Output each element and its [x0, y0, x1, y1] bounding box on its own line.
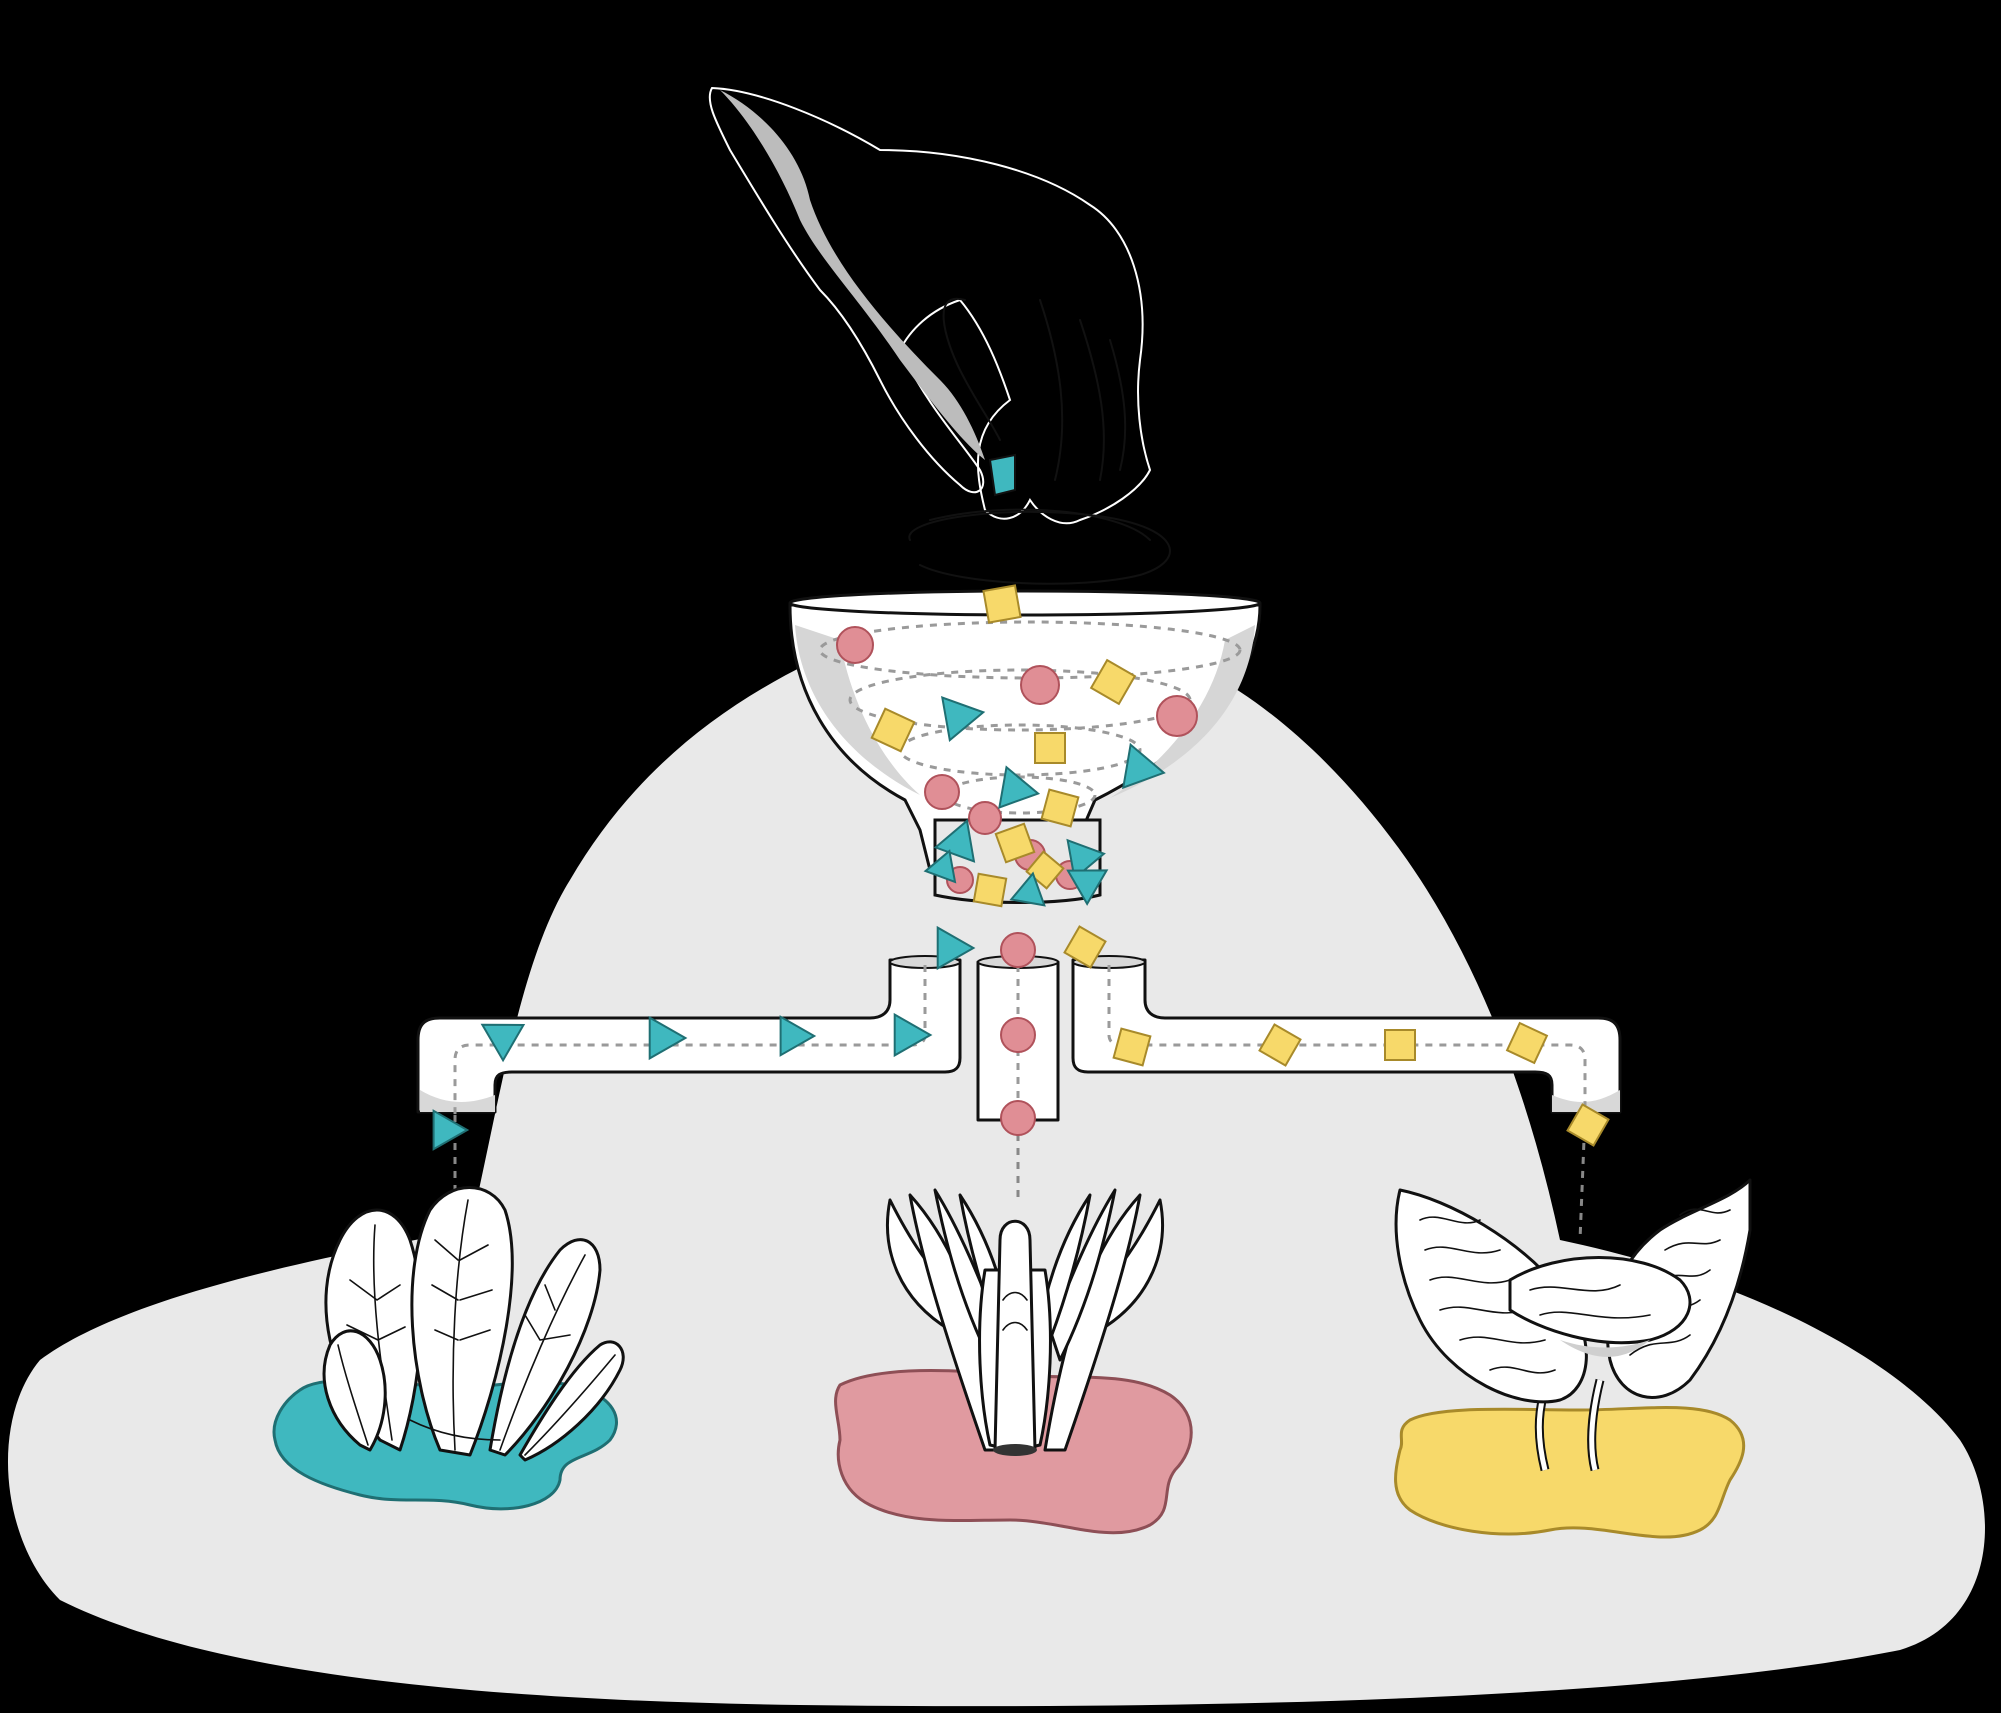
pink-circle: [1000, 932, 1036, 968]
teal-triangle: [998, 765, 1041, 809]
teal-triangle: [893, 1012, 933, 1058]
yellow-square: [1258, 1023, 1302, 1067]
particles: [432, 584, 1610, 1151]
pipe-left-shade: [420, 1090, 495, 1112]
pink-circle: [1000, 1017, 1036, 1053]
spinach-plant-icon: [272, 1186, 625, 1511]
funnel-rim: [788, 589, 1262, 617]
pink-circle: [1020, 665, 1060, 705]
hand-icon: [708, 86, 1171, 585]
yellow-square: [870, 707, 916, 753]
center-stalk-base: [993, 1444, 1037, 1456]
held-teal-piece: [988, 453, 1016, 497]
teal-triangle: [923, 849, 957, 884]
pink-circle: [1000, 1100, 1036, 1136]
finger-outline-3: [1079, 319, 1105, 481]
motion-swirl-2: [929, 508, 1151, 541]
yellow-square: [1040, 788, 1080, 828]
funnel-icon: [788, 589, 1262, 904]
finger-outline: [942, 297, 1001, 441]
teal-triangle: [1009, 871, 1046, 907]
pink-circle: [1156, 695, 1198, 737]
hand-highlight: [720, 90, 985, 460]
pipe-icon: [416, 955, 1622, 1241]
pink-circle: [924, 774, 960, 810]
teal-triangle: [1066, 869, 1109, 906]
yellow-square: [1505, 1021, 1549, 1065]
finger-outline-4: [1109, 339, 1127, 471]
succulent-plant-icon: [834, 1188, 1193, 1535]
wavy-leaf-plant-icon: [1394, 1178, 1752, 1539]
yellow-square: [1034, 732, 1066, 764]
pink-circle: [968, 801, 1002, 835]
pad-yellow: [1394, 1406, 1746, 1539]
teal-triangle: [936, 925, 976, 971]
yellow-square: [982, 584, 1022, 624]
motion-swirl: [908, 510, 1171, 585]
teal-triangle: [1066, 838, 1106, 881]
teal-triangle: [432, 1109, 470, 1151]
teal-triangle: [933, 818, 976, 863]
teal-triangle: [779, 1015, 817, 1057]
finger-outline-2: [1039, 299, 1064, 481]
yellow-square: [1112, 1027, 1152, 1067]
funnel-shade-right: [1110, 625, 1255, 798]
teal-triangle: [648, 1015, 688, 1061]
hand-body: [708, 86, 1152, 525]
pink-circle: [836, 626, 874, 664]
teal-triangle: [941, 696, 986, 742]
yellow-square: [1063, 925, 1107, 969]
pipe-right-flow: [1107, 965, 1587, 1115]
teal-triangle: [1121, 742, 1166, 790]
center-stalk-detail: [1002, 1291, 1028, 1331]
pipe-right-shade: [1552, 1090, 1620, 1112]
yellow-square: [972, 872, 1008, 908]
yellow-square: [1566, 1103, 1610, 1147]
teal-triangle: [480, 1023, 526, 1063]
yellow-square: [994, 822, 1036, 864]
yellow-square: [1089, 658, 1137, 706]
yellow-square: [1384, 1029, 1416, 1061]
